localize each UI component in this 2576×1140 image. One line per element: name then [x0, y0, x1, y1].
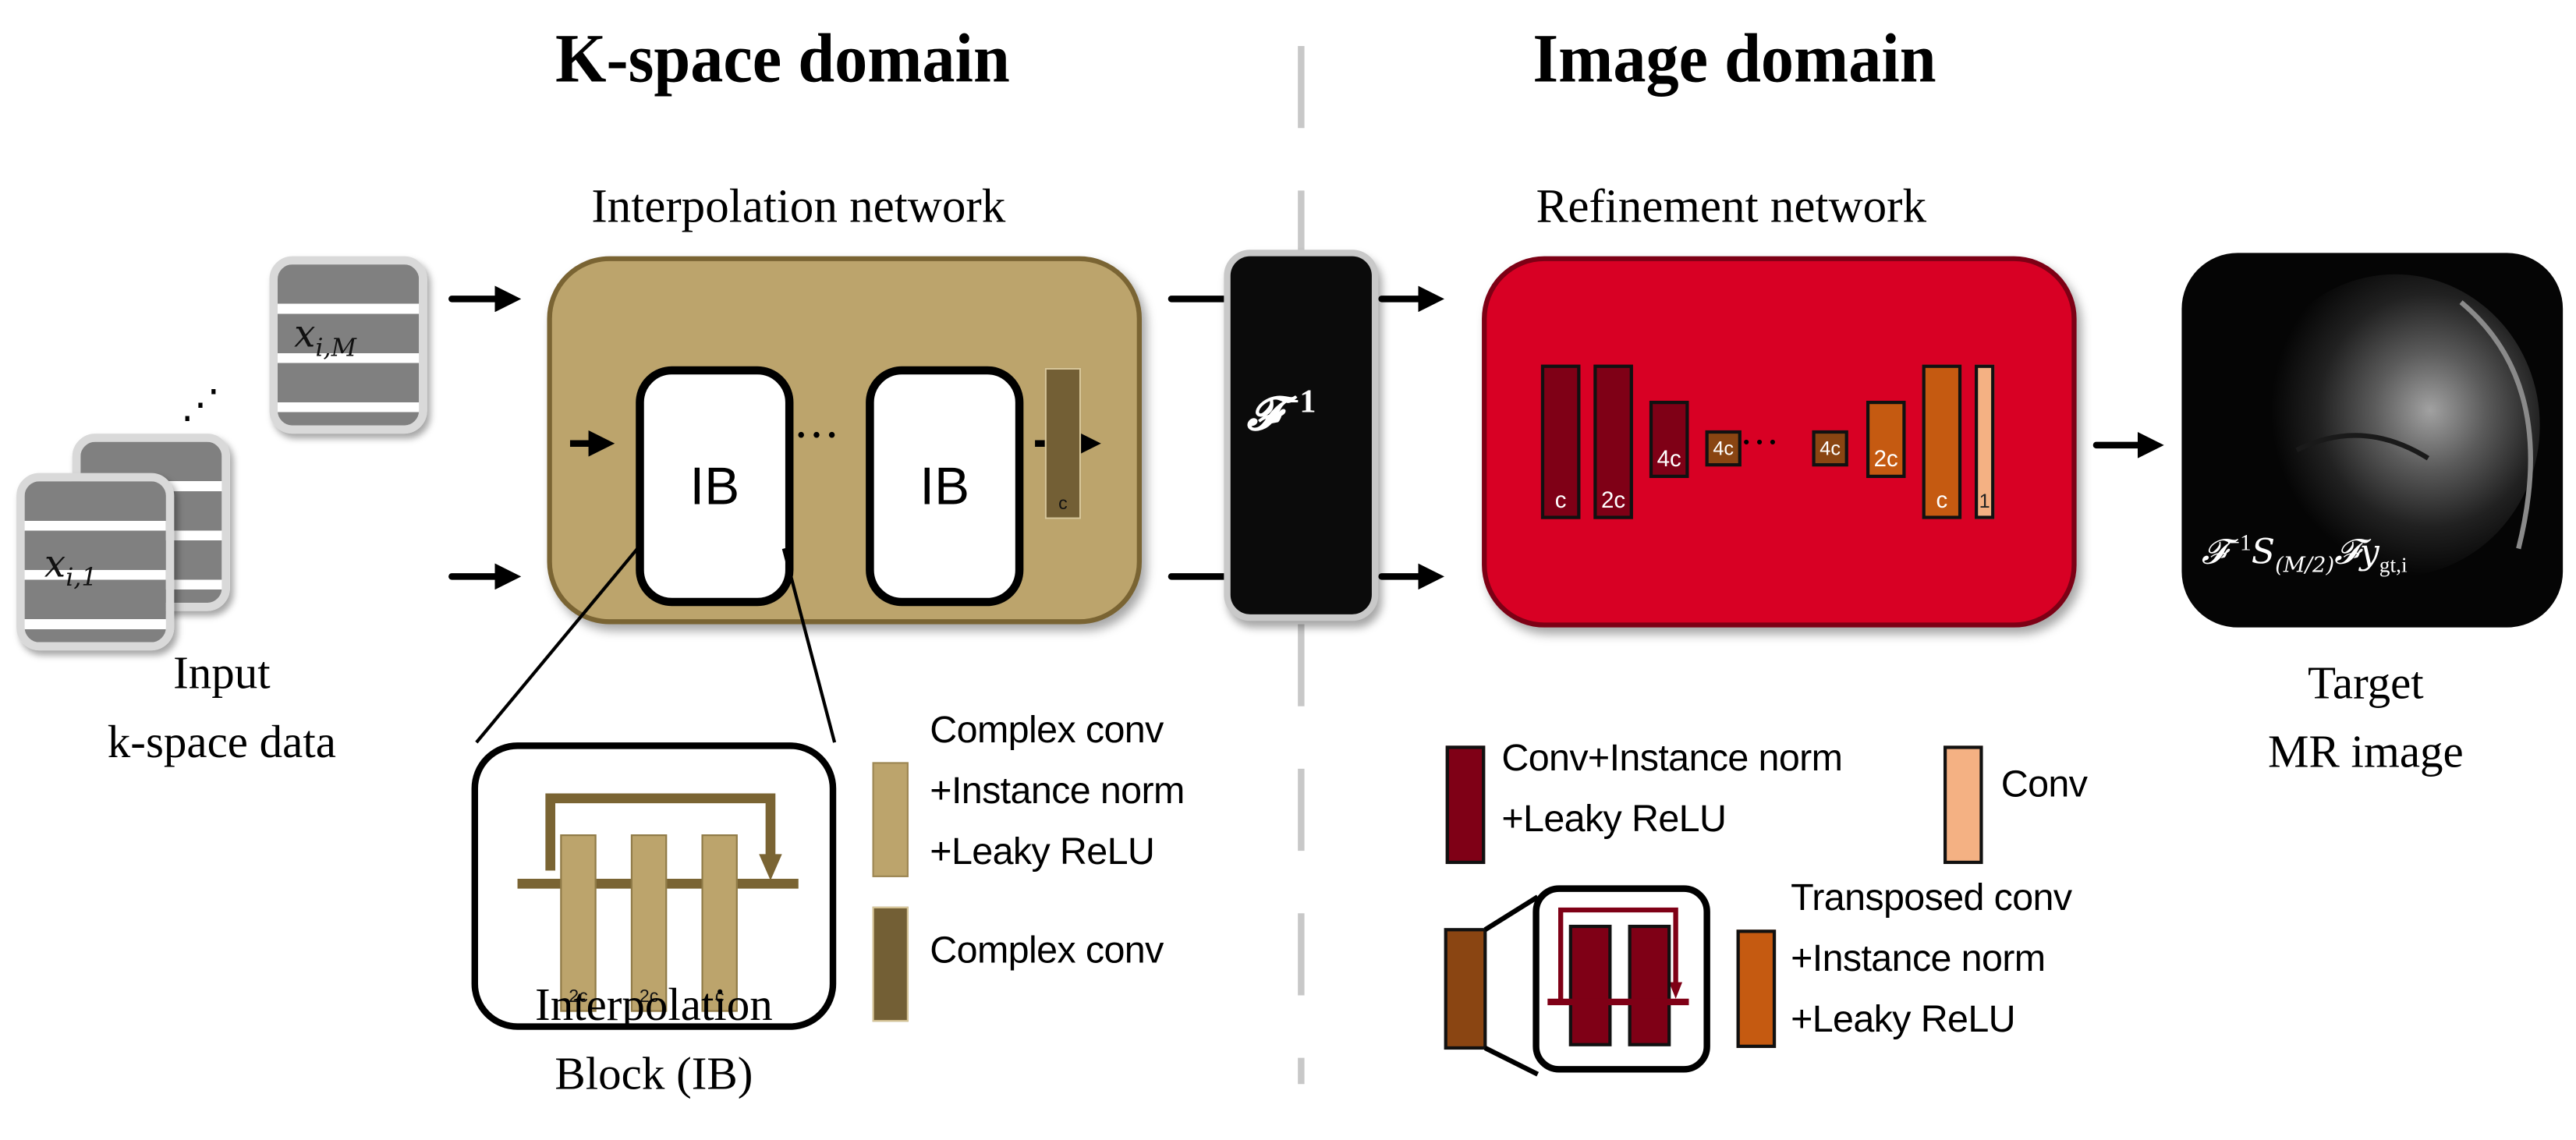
target-caption-line2: MR image	[2268, 728, 2464, 779]
interpolation-block-1: IB	[636, 366, 794, 607]
refinement-layer-conv-in-lrelu: 4c	[1649, 400, 1689, 478]
refinement-network-title: Refinement network	[1536, 180, 1927, 234]
cards-ellipsis: ⋰	[180, 384, 221, 427]
refinement-layer-residual-block: 4c	[1812, 430, 1848, 467]
legend-swatch-complex-conv	[872, 906, 909, 1022]
ib-ellipsis: ···	[795, 413, 842, 455]
ib-caption-line2: Block (IB)	[555, 1050, 753, 1101]
image-domain-title: Image domain	[1532, 19, 1936, 97]
target-mr-image: 𝓕−1S(M/2)𝓕ygt,i	[2181, 253, 2564, 628]
kspace-domain-title: K-space domain	[555, 19, 1010, 97]
input-caption-line2: k-space data	[107, 717, 336, 769]
ib-caption-line1: Interpolation	[535, 980, 773, 1032]
legend-complex-conv: Complex conv	[930, 928, 1164, 971]
interpolation-block-2: IB	[866, 366, 1024, 607]
kspace-card-m: xi,M	[269, 256, 427, 434]
legend-swatch-transposed-conv	[1736, 929, 1777, 1048]
legend-residual-block	[1444, 885, 1710, 1077]
legend-swatch-conv	[1943, 745, 1983, 865]
interpolation-network-title: Interpolation network	[591, 180, 1006, 234]
ib-detail-layer: 2c	[560, 834, 597, 1012]
refinement-layer-conv-in-lrelu: 2c	[1593, 364, 1633, 519]
kspace-card-m-label: xi,M	[294, 313, 356, 363]
ib-detail-layer: 2c	[630, 834, 668, 1012]
refinement-layer-residual-block: 4c	[1705, 430, 1742, 467]
legend-swatch-conv-in-lrelu	[1445, 745, 1486, 865]
inverse-fourier-label: 𝓕−1	[1246, 384, 1316, 441]
brain-scan-image	[2250, 274, 2540, 577]
input-caption: Input k-space data	[66, 641, 377, 779]
legend-complex-conv-in-lrelu: Complex conv +Instance norm +Leaky ReLU	[930, 707, 1185, 873]
refinement-ellipsis: ···	[1741, 425, 1781, 458]
ib-detail-layer: c	[701, 834, 738, 1012]
legend-transposed-conv: Transposed conv +Instance norm +Leaky Re…	[1791, 875, 2072, 1040]
target-formula: 𝓕−1S(M/2)𝓕ygt,i	[2201, 532, 2408, 579]
kspace-card-1-label: xi,1	[44, 543, 97, 593]
legend-swatch-complex-conv-in-lrelu	[872, 762, 909, 877]
target-caption-line1: Target	[2307, 658, 2424, 710]
refinement-layer-transposed-conv: c	[1922, 364, 1962, 519]
refinement-layer-conv-in-lrelu: c	[1540, 364, 1581, 519]
target-caption: Target MR image	[2209, 650, 2521, 788]
inverse-fourier-block: 𝓕−1	[1224, 250, 1379, 621]
ib-caption: Interpolation Block (IB)	[490, 972, 818, 1110]
kspace-card-1: xi,1	[16, 473, 175, 651]
refinement-layer-conv: 1	[1975, 364, 1995, 519]
domain-divider	[1298, 45, 1305, 1085]
legend-conv-in-lrelu: Conv+Instance norm +Leaky ReLU	[1501, 735, 1843, 840]
complex-conv-layer: c	[1044, 367, 1082, 519]
input-caption-line1: Input	[173, 649, 271, 700]
refinement-layer-transposed-conv: 2c	[1866, 400, 1906, 478]
legend-conv: Conv	[2000, 762, 2088, 805]
